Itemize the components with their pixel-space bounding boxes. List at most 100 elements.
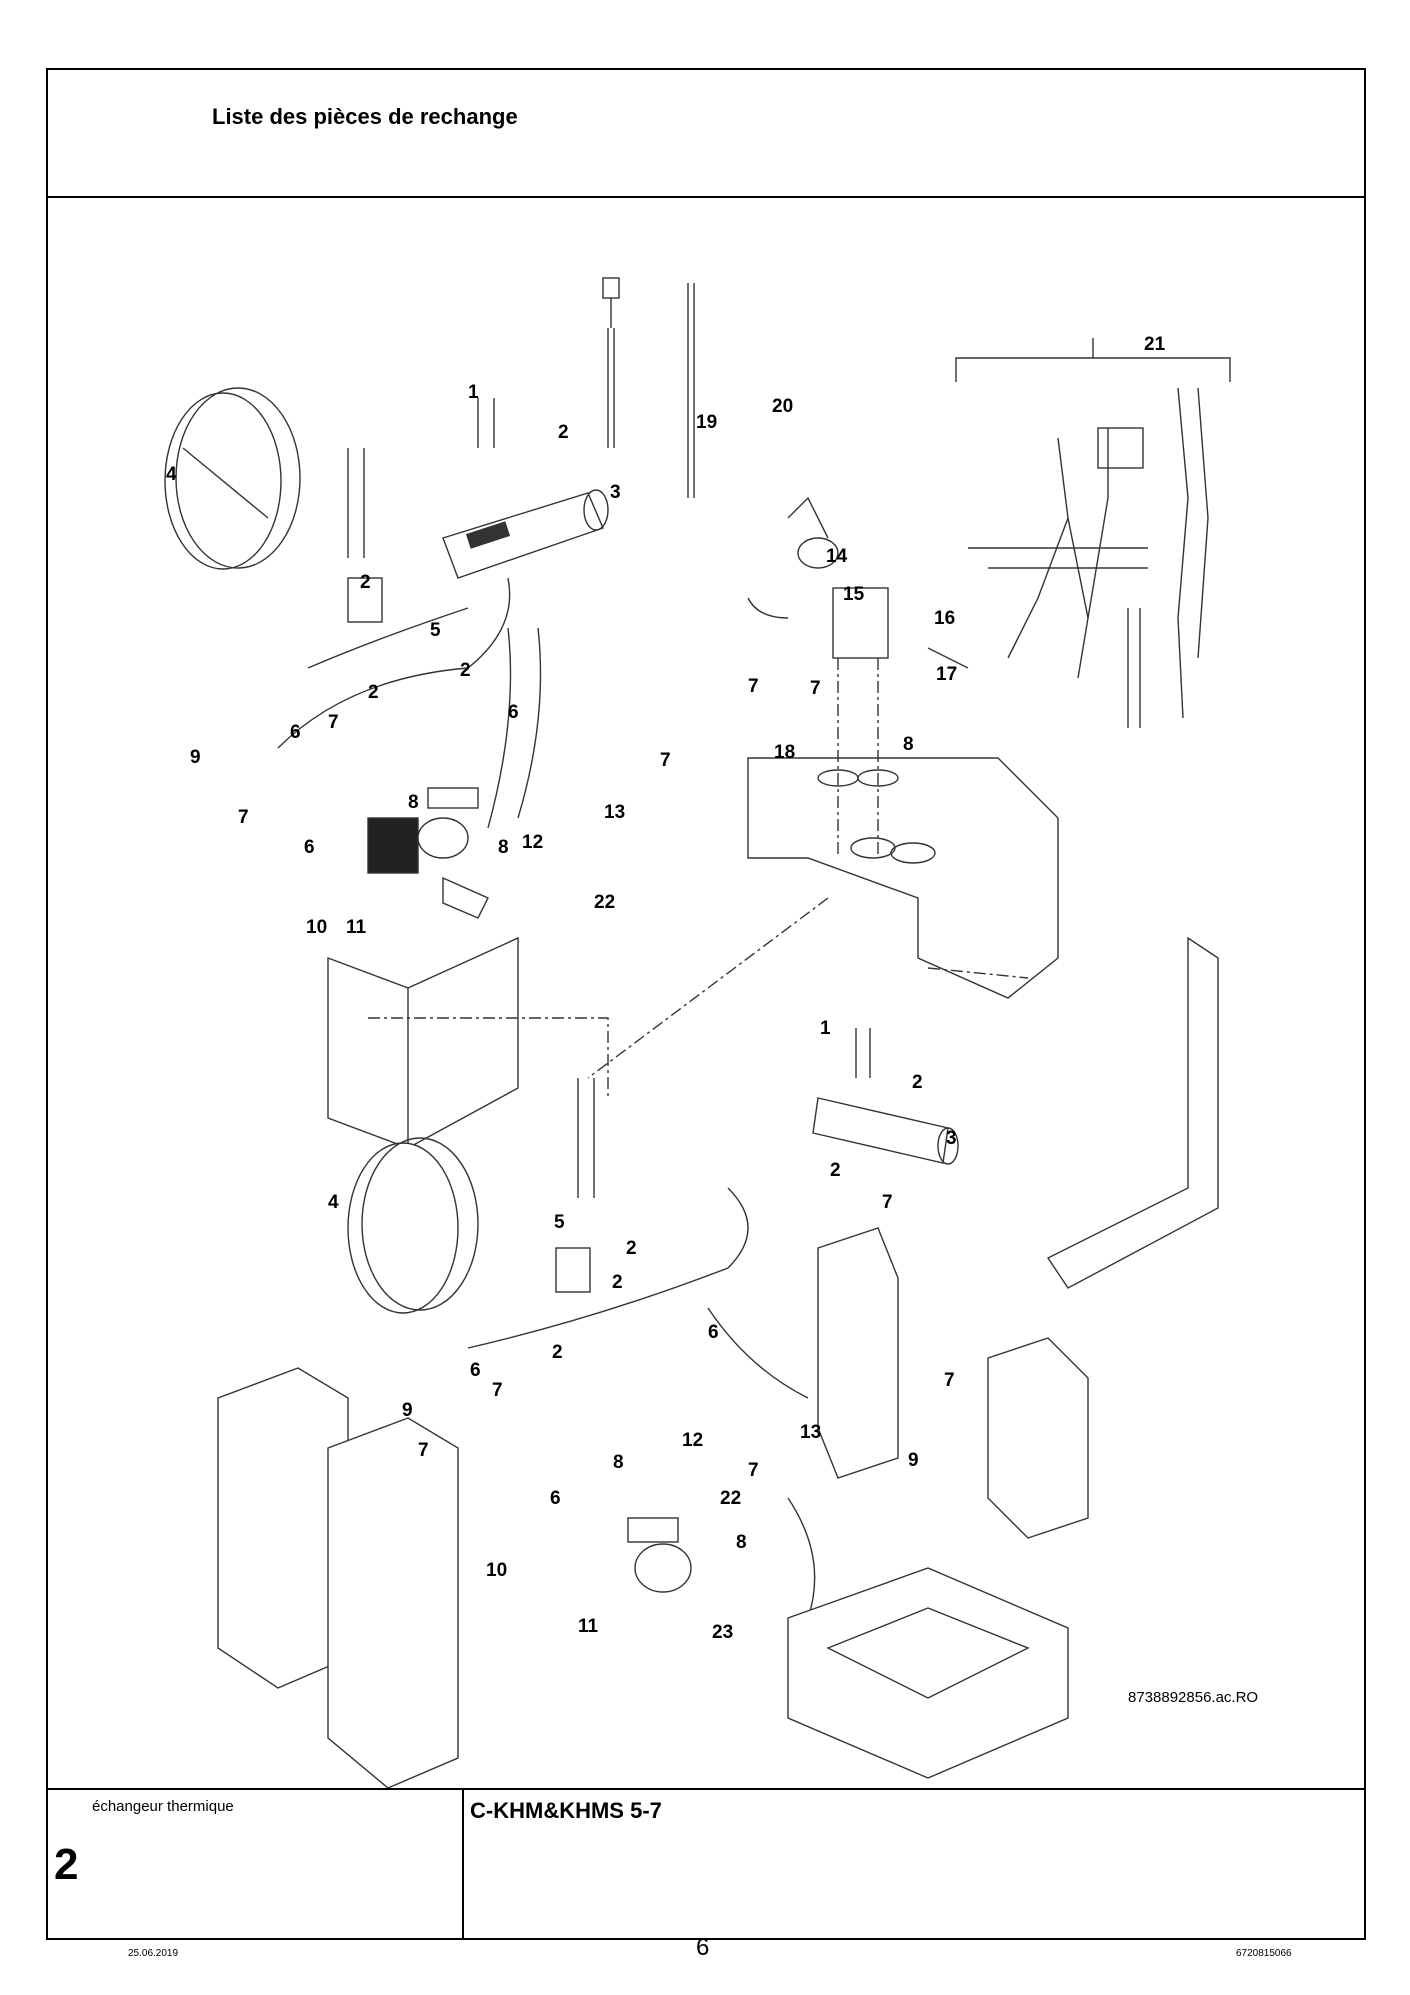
callout: 8 bbox=[408, 792, 419, 813]
heat-exchanger-bottom bbox=[577, 1028, 959, 1198]
callout: 6 bbox=[508, 702, 519, 723]
callout: 2 bbox=[368, 682, 379, 703]
pump-bottom bbox=[627, 1517, 692, 1593]
callout: 10 bbox=[306, 917, 327, 938]
valve-top bbox=[347, 577, 383, 623]
callout: 13 bbox=[800, 1422, 821, 1443]
page-frame: Liste des pièces de rechange bbox=[46, 68, 1366, 1940]
pipe-top-1 bbox=[277, 577, 511, 749]
footer-box: échangeur thermique 2 C-KHM&KHMS 5-7 bbox=[48, 1788, 1364, 1938]
callout: 9 bbox=[190, 747, 201, 768]
callout: 2 bbox=[558, 422, 569, 443]
callout: 2 bbox=[830, 1160, 841, 1181]
callout: 18 bbox=[774, 742, 795, 763]
guide-lines bbox=[368, 658, 1029, 1098]
bracket-top bbox=[442, 876, 489, 919]
pipe-top-4 bbox=[517, 627, 542, 819]
cables-19-20 bbox=[602, 277, 695, 498]
pipe-bottom-2 bbox=[707, 1307, 809, 1399]
print-date: 25.06.2019 bbox=[128, 1948, 179, 1959]
callout: 8 bbox=[903, 734, 914, 755]
callout: 6 bbox=[550, 1488, 561, 1509]
model-title: C-KHM&KHMS 5-7 bbox=[470, 1798, 662, 1823]
callout: 1 bbox=[468, 382, 479, 403]
callout: 7 bbox=[418, 1440, 429, 1461]
callout: 13 bbox=[604, 802, 625, 823]
callout: 4 bbox=[328, 1192, 339, 1213]
callout: 9 bbox=[908, 1450, 919, 1471]
callout-numbers-bottom: 1 2 3 2 7 4 5 2 2 2 6 6 7 9 7 7 8 6 10 1… bbox=[328, 1018, 957, 1643]
callout: 7 bbox=[238, 807, 249, 828]
pipe-top-3 bbox=[487, 627, 512, 829]
parts-diagram: 1 2 3 4 2 5 2 2 6 7 9 6 7 8 7 6 8 10 11 … bbox=[164, 277, 1258, 1789]
callout: 20 bbox=[772, 396, 793, 417]
expansion-vessel-top bbox=[164, 387, 301, 570]
callout: 5 bbox=[554, 1212, 565, 1233]
callout: 5 bbox=[430, 620, 441, 641]
callout: 2 bbox=[460, 660, 471, 681]
callout: 7 bbox=[748, 676, 759, 697]
heat-exchanger-top bbox=[347, 398, 609, 579]
callout: 8 bbox=[613, 1452, 624, 1473]
callout: 2 bbox=[912, 1072, 923, 1093]
callout: 23 bbox=[712, 1622, 733, 1643]
callout: 21 bbox=[1144, 334, 1166, 355]
callout: 17 bbox=[936, 664, 957, 685]
callout: 3 bbox=[610, 482, 621, 503]
document-number: 6720815066 bbox=[1236, 1948, 1292, 1959]
callout: 22 bbox=[720, 1488, 741, 1509]
callout: 4 bbox=[166, 464, 177, 485]
wiring-harness-21 bbox=[955, 338, 1231, 728]
page-number: 6 bbox=[696, 1934, 710, 1961]
callout: 3 bbox=[946, 1128, 957, 1149]
callout: 12 bbox=[522, 832, 543, 853]
valve-group bbox=[747, 496, 969, 669]
drawing-reference: 8738892856.ac.RO bbox=[1128, 1689, 1258, 1706]
callout: 9 bbox=[402, 1400, 413, 1421]
callout: 7 bbox=[882, 1192, 893, 1213]
callout: 7 bbox=[810, 678, 821, 699]
section-label: échangeur thermique bbox=[92, 1798, 234, 1815]
model-cell: C-KHM&KHMS 5-7 bbox=[464, 1790, 1364, 1938]
callout: 2 bbox=[552, 1342, 563, 1363]
callout: 6 bbox=[708, 1322, 719, 1343]
callout: 8 bbox=[736, 1532, 747, 1553]
expansion-vessel-bottom bbox=[347, 1137, 479, 1314]
callout: 11 bbox=[578, 1616, 599, 1637]
callout: 2 bbox=[612, 1272, 623, 1293]
pipe-bottom-1 bbox=[467, 1187, 749, 1349]
electronics-box bbox=[787, 1567, 1069, 1779]
callout: 11 bbox=[346, 917, 367, 938]
callout: 7 bbox=[944, 1370, 955, 1391]
callout: 8 bbox=[498, 837, 509, 858]
callout: 7 bbox=[660, 750, 671, 771]
callout: 10 bbox=[486, 1560, 507, 1581]
valve-bottom bbox=[555, 1247, 591, 1293]
callout: 6 bbox=[290, 722, 301, 743]
callout: 19 bbox=[696, 412, 717, 433]
callout: 2 bbox=[626, 1238, 637, 1259]
callout: 7 bbox=[328, 712, 339, 733]
callout: 22 bbox=[594, 892, 615, 913]
callout: 1 bbox=[820, 1018, 831, 1039]
pipe-top-2 bbox=[307, 607, 469, 669]
callout: 16 bbox=[934, 608, 955, 629]
callout: 15 bbox=[843, 584, 865, 605]
section-number: 2 bbox=[54, 1840, 79, 1889]
callout: 6 bbox=[304, 837, 315, 858]
header-box: Liste des pièces de rechange bbox=[48, 70, 1364, 198]
exploded-parts-drawing: 1 2 3 4 2 5 2 2 6 7 9 6 7 8 7 6 8 10 11 … bbox=[48, 198, 1364, 1789]
callout: 14 bbox=[826, 546, 848, 567]
section-cell: échangeur thermique 2 bbox=[48, 1790, 464, 1938]
callout: 7 bbox=[748, 1460, 759, 1481]
callout: 12 bbox=[682, 1430, 703, 1451]
side-panels bbox=[327, 936, 1219, 1539]
callout-numbers-top: 1 2 3 4 2 5 2 2 6 7 9 6 7 8 7 6 8 10 11 … bbox=[166, 334, 1166, 938]
callout: 7 bbox=[492, 1380, 503, 1401]
pump-top bbox=[367, 787, 479, 874]
boiler-housing-mid bbox=[747, 757, 1059, 999]
callout: 6 bbox=[470, 1360, 481, 1381]
plate-exchanger bbox=[817, 1227, 899, 1479]
burner-housing bbox=[217, 1367, 459, 1789]
pipe-bottom-3 bbox=[787, 1497, 816, 1619]
